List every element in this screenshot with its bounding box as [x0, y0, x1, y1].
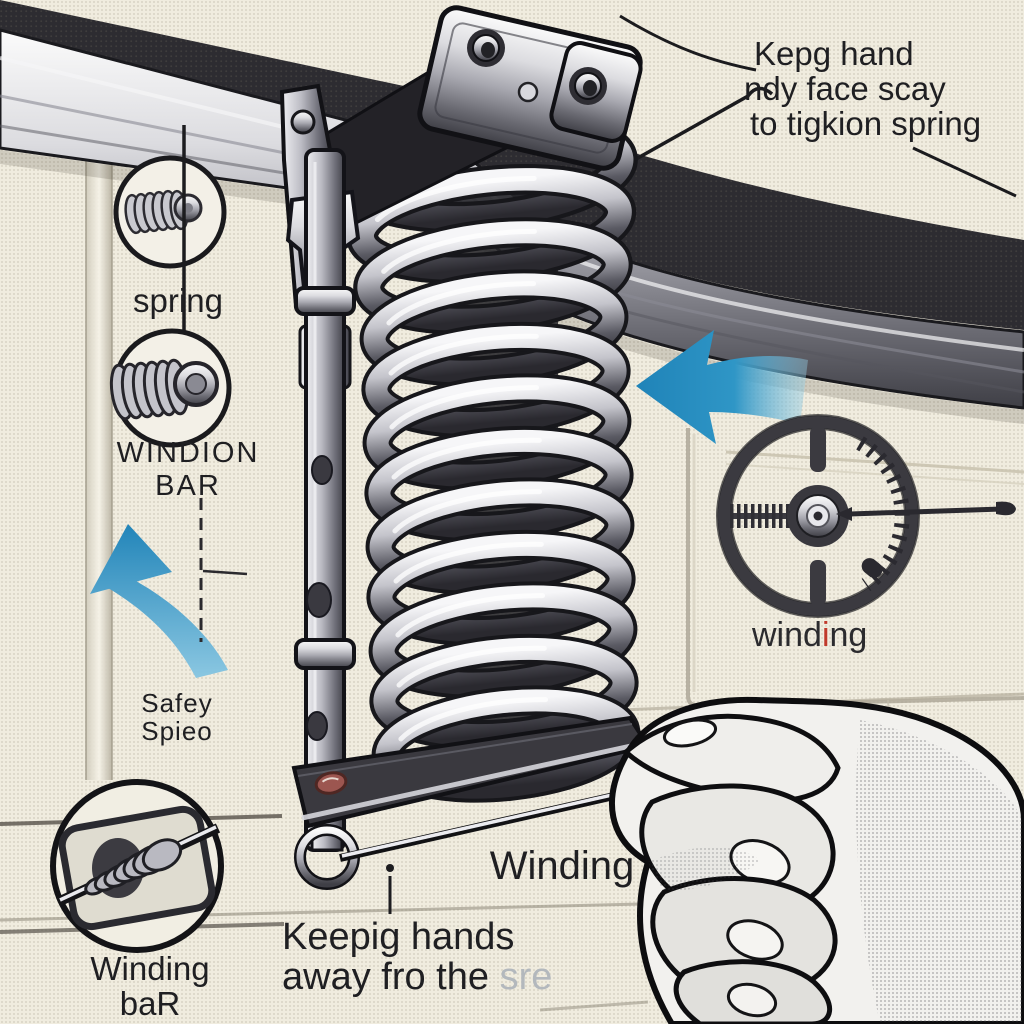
center-winding-label: Winding — [489, 844, 635, 888]
spring-inset-label: spring — [133, 282, 223, 319]
winding-bar-inset-label-1: WINDION — [116, 437, 260, 469]
spring-bracket — [294, 5, 643, 234]
warning-line-2-faded: sre — [499, 956, 553, 998]
bottom-inset-label-1: Winding — [90, 950, 210, 987]
safety-note-line-1: Safey — [141, 688, 213, 718]
blue-arrow-left-icon — [636, 330, 808, 444]
torsion-spring — [354, 115, 630, 799]
winding-bar-inset-label-2: BAR — [155, 470, 221, 502]
bracket-rivet — [517, 81, 539, 103]
note-line-1: Kepg hand — [754, 35, 914, 72]
dial-label-pre: wind — [752, 616, 822, 654]
cone-marking — [314, 771, 348, 795]
warning-line-1: Keepig hands — [282, 916, 515, 958]
dial-needle — [836, 501, 1016, 521]
safety-note-line-2: Spieo — [141, 716, 213, 746]
dial-winding-label: winding — [752, 616, 868, 654]
hand-illustration — [609, 696, 1024, 1024]
bottom-inset-label-2: baR — [119, 985, 181, 1022]
winding-bar-inserted-icon — [50, 779, 224, 953]
note-line-2: ndy face scay — [744, 70, 946, 107]
warning-line-2: away fro the sre — [282, 956, 553, 998]
winding-bar-coil-icon — [109, 328, 232, 448]
thumb-nail — [662, 718, 718, 748]
spring-closeup-icon — [113, 125, 227, 332]
bracket-bolt-right — [569, 67, 607, 105]
bracket-bolt-left — [467, 29, 505, 67]
dial-label-accent-i: i — [821, 616, 830, 654]
note-line-3: to tigkion spring — [750, 105, 982, 142]
leader-lines — [605, 86, 1017, 198]
vertical-bar — [304, 148, 346, 852]
safety-bar-assembly — [279, 83, 361, 852]
top-right-safety-note: Kepg hand ndy face scay to tigkion sprin… — [744, 36, 981, 141]
dashed-crosshair-marker — [199, 498, 248, 642]
winding-cone-dial-icon — [716, 414, 1016, 618]
blue-curved-arrow-up-icon — [90, 524, 228, 678]
warning-line-2-main: away fro the — [282, 956, 500, 998]
dial-label-post: ng — [829, 616, 868, 654]
